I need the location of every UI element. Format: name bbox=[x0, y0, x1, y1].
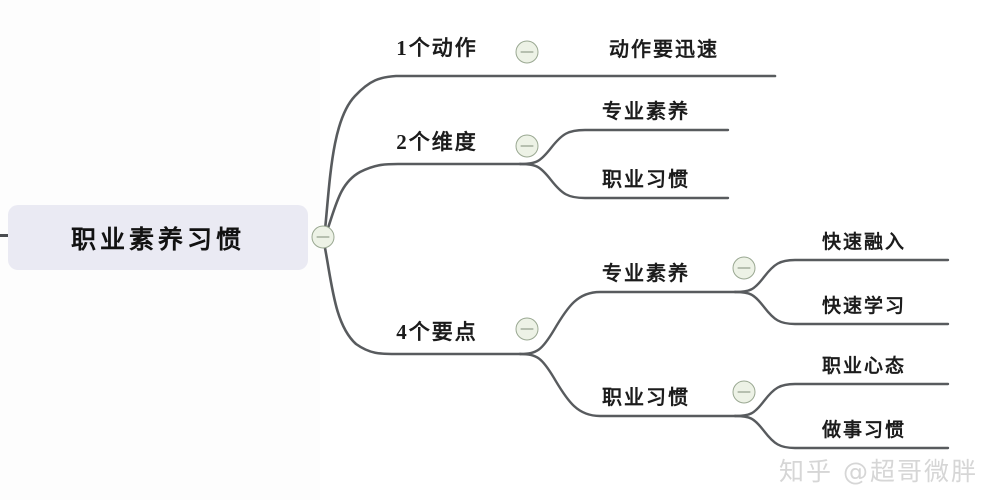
connector-child1-to-leaf2 bbox=[733, 290, 950, 326]
connector-child1-to-leaf1 bbox=[733, 258, 950, 294]
minus-circle-icon-branch2[interactable] bbox=[515, 134, 539, 158]
minus-circle-icon-branch3-child2[interactable] bbox=[732, 380, 756, 404]
node-label-branch2-child2: 职业习惯 bbox=[602, 169, 690, 191]
connector-branch3-to-child2 bbox=[518, 352, 737, 418]
connector-branch2-to-child1 bbox=[518, 128, 730, 166]
node-label-branch3-child2: 职业习惯 bbox=[602, 387, 690, 409]
node-label-branch1: 1个动作 bbox=[396, 36, 478, 60]
connector-root-to-branch2 bbox=[325, 162, 522, 233]
node-label-leaf-work-mindset: 职业心态 bbox=[821, 356, 907, 377]
minus-circle-icon-branch3-child1[interactable] bbox=[732, 256, 756, 280]
node-label-branch3: 4个要点 bbox=[396, 320, 478, 344]
node-label-leaf-fast-integrate: 快速融入 bbox=[821, 232, 907, 253]
root-node-label: 职业素养习惯 bbox=[70, 226, 245, 254]
connector-branch2-to-child2 bbox=[518, 162, 730, 200]
connector-root-to-branch1 bbox=[323, 74, 777, 232]
connector-root-to-branch3 bbox=[323, 246, 522, 356]
node-label-branch3-child1: 专业素养 bbox=[602, 263, 690, 285]
node-label-leaf-work-habit: 做事习惯 bbox=[821, 420, 907, 441]
node-label-branch2-child1: 专业素养 bbox=[602, 101, 690, 123]
root-left-stub bbox=[0, 234, 12, 237]
connector-branch3-to-child1 bbox=[518, 290, 737, 356]
minus-circle-icon-branch3[interactable] bbox=[515, 317, 539, 341]
node-label-branch1-child1: 动作要迅速 bbox=[609, 39, 719, 61]
connector-child2-to-leaf2 bbox=[733, 414, 950, 450]
connector-child2-to-leaf1 bbox=[733, 382, 950, 418]
node-label-leaf-fast-learn: 快速学习 bbox=[821, 296, 907, 317]
root-node-box[interactable] bbox=[8, 205, 308, 270]
minus-circle-icon-root[interactable] bbox=[311, 225, 335, 249]
node-label-branch2: 2个维度 bbox=[396, 130, 478, 154]
watermark: 知乎 @超哥微胖 bbox=[779, 457, 978, 486]
minus-circle-icon-branch1[interactable] bbox=[515, 40, 539, 64]
